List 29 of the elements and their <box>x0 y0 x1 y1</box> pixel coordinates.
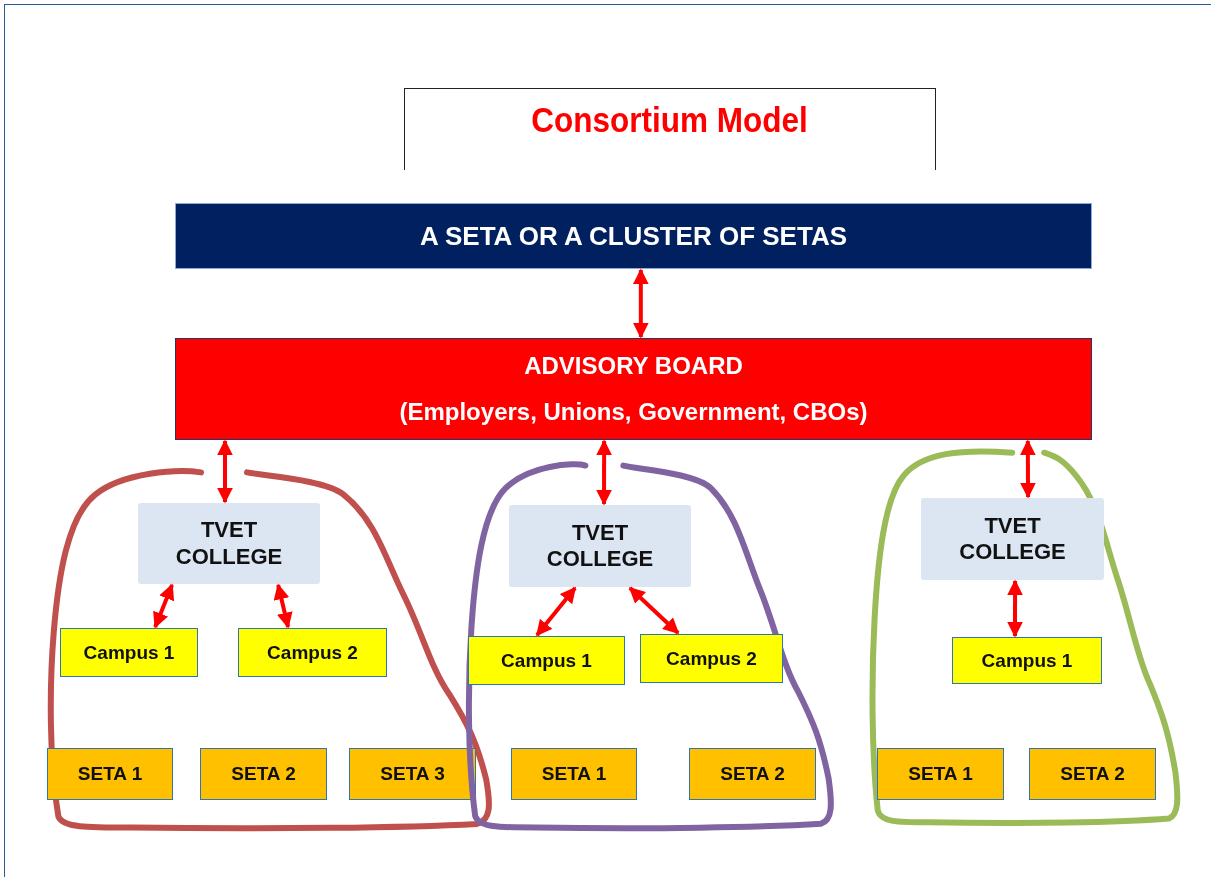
board-box <box>175 338 1092 440</box>
campus-box: Campus 1 <box>468 636 625 685</box>
seta-box: SETA 1 <box>877 748 1004 800</box>
college-box: TVET COLLEGE <box>138 503 320 584</box>
double-arrow <box>535 586 577 637</box>
header-box: A SETA OR A CLUSTER OF SETAS <box>175 203 1092 269</box>
diagram-title: Consortium Model <box>531 99 809 141</box>
seta-box: SETA 2 <box>689 748 816 800</box>
box-text: (Employers, Unions, Government, CBOs) <box>399 398 868 426</box>
double-arrow <box>273 583 293 629</box>
campus-box: Campus 1 <box>952 637 1102 684</box>
box-heading: ADVISORY BOARD <box>524 352 743 380</box>
double-arrow <box>632 268 649 339</box>
campus-box: Campus 2 <box>640 634 783 683</box>
seta-box: SETA 1 <box>511 748 637 800</box>
double-arrow <box>1019 439 1036 499</box>
double-arrow <box>628 586 680 635</box>
double-arrow <box>153 583 175 629</box>
college-box: TVET COLLEGE <box>921 498 1104 580</box>
double-arrow <box>596 439 613 506</box>
seta-box: SETA 1 <box>47 748 173 800</box>
campus-box: Campus 1 <box>60 628 198 677</box>
seta-box: SETA 2 <box>1029 748 1156 800</box>
seta-box: SETA 3 <box>349 748 476 800</box>
college-box: TVET COLLEGE <box>509 505 691 587</box>
seta-box: SETA 2 <box>200 748 327 800</box>
double-arrow <box>217 439 233 504</box>
double-arrow <box>1007 579 1024 638</box>
campus-box: Campus 2 <box>238 628 387 677</box>
